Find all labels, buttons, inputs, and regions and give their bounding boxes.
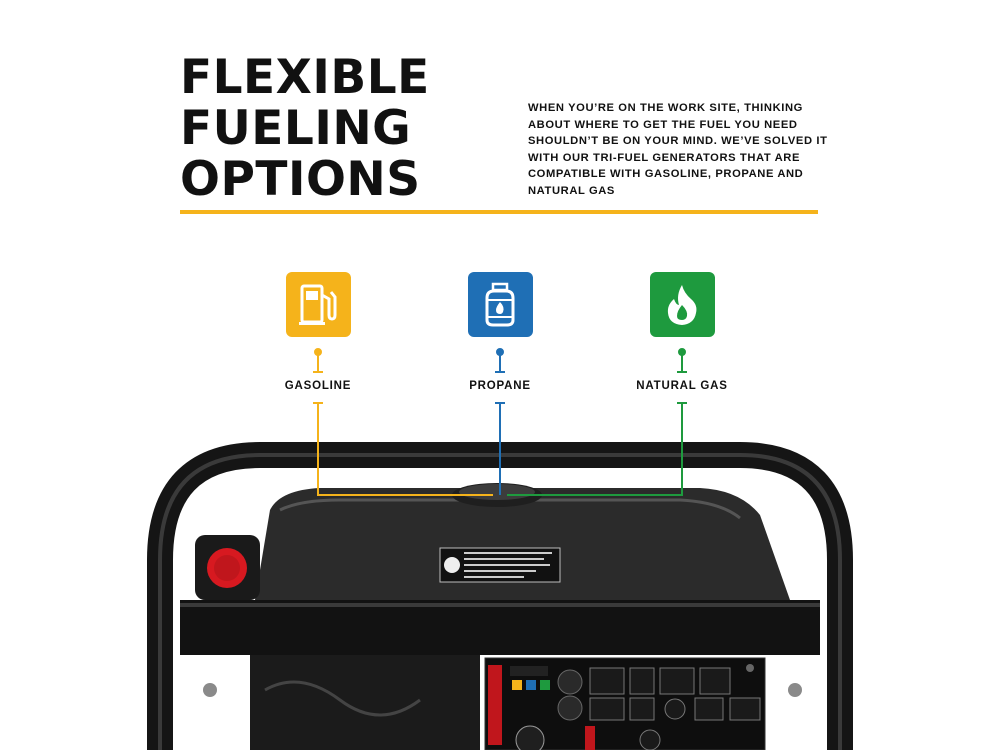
natural-gas-label: NATURAL GAS [636, 380, 728, 392]
fuel-tank [255, 483, 790, 600]
control-panel [484, 657, 766, 750]
fuel-option-natural-gas: NATURAL GAS [612, 272, 752, 392]
headline-line: OPTIONS [180, 152, 421, 207]
divider-rule [180, 210, 818, 214]
propane-tank-icon [485, 282, 515, 326]
headline-line: FUELING [180, 101, 412, 156]
propane-tile [467, 272, 533, 337]
headline-line: FLEXIBLE [180, 50, 430, 105]
gasoline-label: GASOLINE [284, 380, 352, 392]
warning-sticker [439, 547, 561, 583]
description-text: WHEN YOU’RE ON THE WORK SITE, THINKING A… [528, 102, 828, 197]
fuel-option-gasoline: GASOLINE [248, 272, 388, 392]
engine-block [250, 655, 480, 750]
headline: FLEXIBLE FUELING OPTIONS [180, 52, 480, 205]
natural-gas-connector [507, 348, 687, 496]
gasoline-tile [285, 272, 351, 337]
frame-crossbar [180, 600, 820, 655]
propane-connector [495, 348, 505, 495]
fuel-pump-icon [299, 284, 337, 325]
red-fuel-cap [195, 535, 260, 600]
propane-label: PROPANE [469, 380, 531, 392]
fuel-option-propane: PROPANE [430, 272, 570, 392]
natural-gas-tile [649, 272, 715, 337]
gasoline-connector [313, 348, 493, 496]
flame-icon [667, 284, 697, 325]
